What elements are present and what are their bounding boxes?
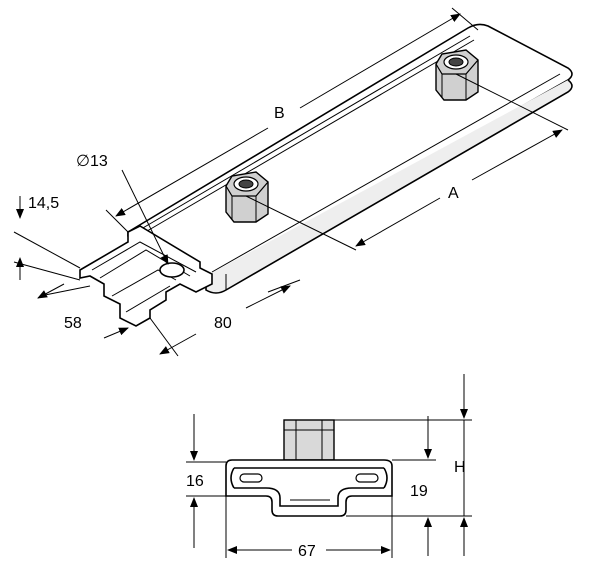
label-a: A [448, 185, 459, 202]
dimension-14-5: 14,5 [13, 195, 81, 281]
label-80: 80 [214, 315, 232, 332]
dimension-b: B [105, 7, 479, 233]
label-b: B [274, 105, 285, 122]
channel-profile [79, 225, 213, 327]
dimension-16: 16 [186, 414, 226, 548]
dimension-19: 19 [346, 416, 436, 556]
plate-top-surface [127, 23, 573, 279]
label-14-5: 14,5 [28, 195, 59, 212]
dimension-a: A [245, 73, 569, 251]
label-h: H [454, 459, 466, 476]
label-diameter: ∅13 [76, 153, 108, 170]
front-view: 16 19 H 67 [186, 374, 472, 560]
front-channel-outer [225, 459, 393, 517]
label-19: 19 [410, 483, 428, 500]
dimension-80: 80 [149, 279, 301, 357]
diameter-leader: ∅13 [76, 153, 169, 265]
dimension-h: H [334, 374, 472, 556]
front-nut [283, 419, 335, 461]
dimension-67: 67 [225, 496, 393, 560]
label-67: 67 [298, 543, 316, 560]
label-16: 16 [186, 473, 204, 490]
isometric-view: B A ∅13 14,5 58 [13, 7, 573, 357]
dimension-58: 58 [37, 283, 129, 339]
hole [159, 262, 185, 278]
label-58: 58 [64, 315, 82, 332]
